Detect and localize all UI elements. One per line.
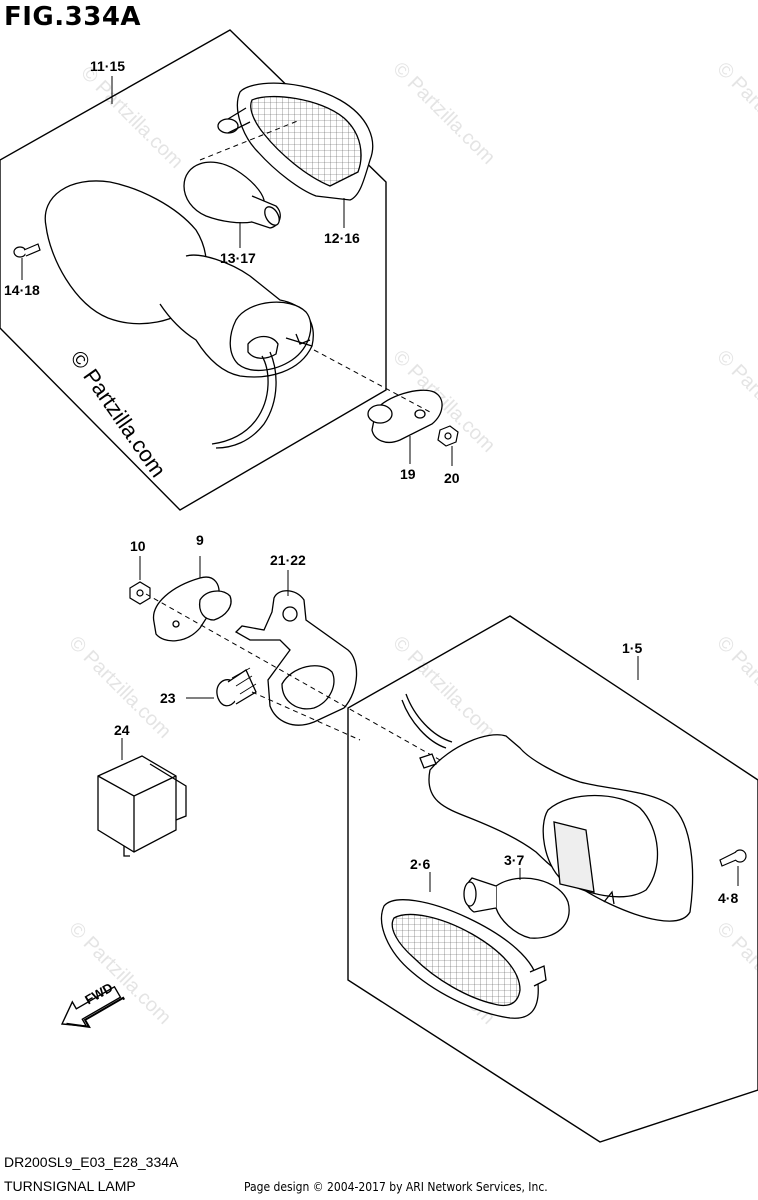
callout-label: 23 xyxy=(160,690,176,706)
callout-label: 19 xyxy=(400,466,416,482)
callout-label: 4·8 xyxy=(718,890,739,906)
upper-housing xyxy=(44,180,314,449)
callout-label: 2·6 xyxy=(410,856,431,872)
callout-label: 1·5 xyxy=(622,640,643,656)
figure-code: DR200SL9_E03_E28_334A xyxy=(4,1154,179,1170)
callout-label: 20 xyxy=(444,470,460,486)
lower-screw xyxy=(719,849,747,867)
nut-10 xyxy=(129,581,151,605)
lower-lens xyxy=(380,899,547,1019)
callout-label: 10 xyxy=(130,538,146,554)
lower-assembly-frame xyxy=(347,615,758,1143)
figure-title: FIG.334A xyxy=(4,2,142,32)
figure-name: TURNSIGNAL LAMP xyxy=(4,1178,136,1194)
upper-screw xyxy=(13,243,41,258)
credit-text: Page design © 2004-2017 by ARI Network S… xyxy=(244,1180,548,1194)
bracket-21-22 xyxy=(234,590,358,726)
gasket-9 xyxy=(152,576,232,642)
callout-label: 21·22 xyxy=(270,552,306,568)
lower-bulb xyxy=(463,877,570,939)
upper-gasket xyxy=(367,389,443,444)
callout-label: 9 xyxy=(196,532,204,548)
upper-bulb xyxy=(183,161,281,229)
callout-label: 11·15 xyxy=(90,58,126,74)
upper-assembly-frame xyxy=(0,29,387,511)
upper-lens xyxy=(217,82,374,201)
callout-label: 14·18 xyxy=(4,282,40,298)
callout-label: 13·17 xyxy=(220,250,256,266)
callout-label: 24 xyxy=(114,722,130,738)
relay-24 xyxy=(97,755,187,857)
callout-label: 3·7 xyxy=(504,852,525,868)
callout-label: 12·16 xyxy=(324,230,360,246)
fwd-arrow xyxy=(60,985,126,1029)
lower-housing xyxy=(401,693,694,922)
bolt-23 xyxy=(216,667,257,707)
upper-nut xyxy=(437,425,459,447)
